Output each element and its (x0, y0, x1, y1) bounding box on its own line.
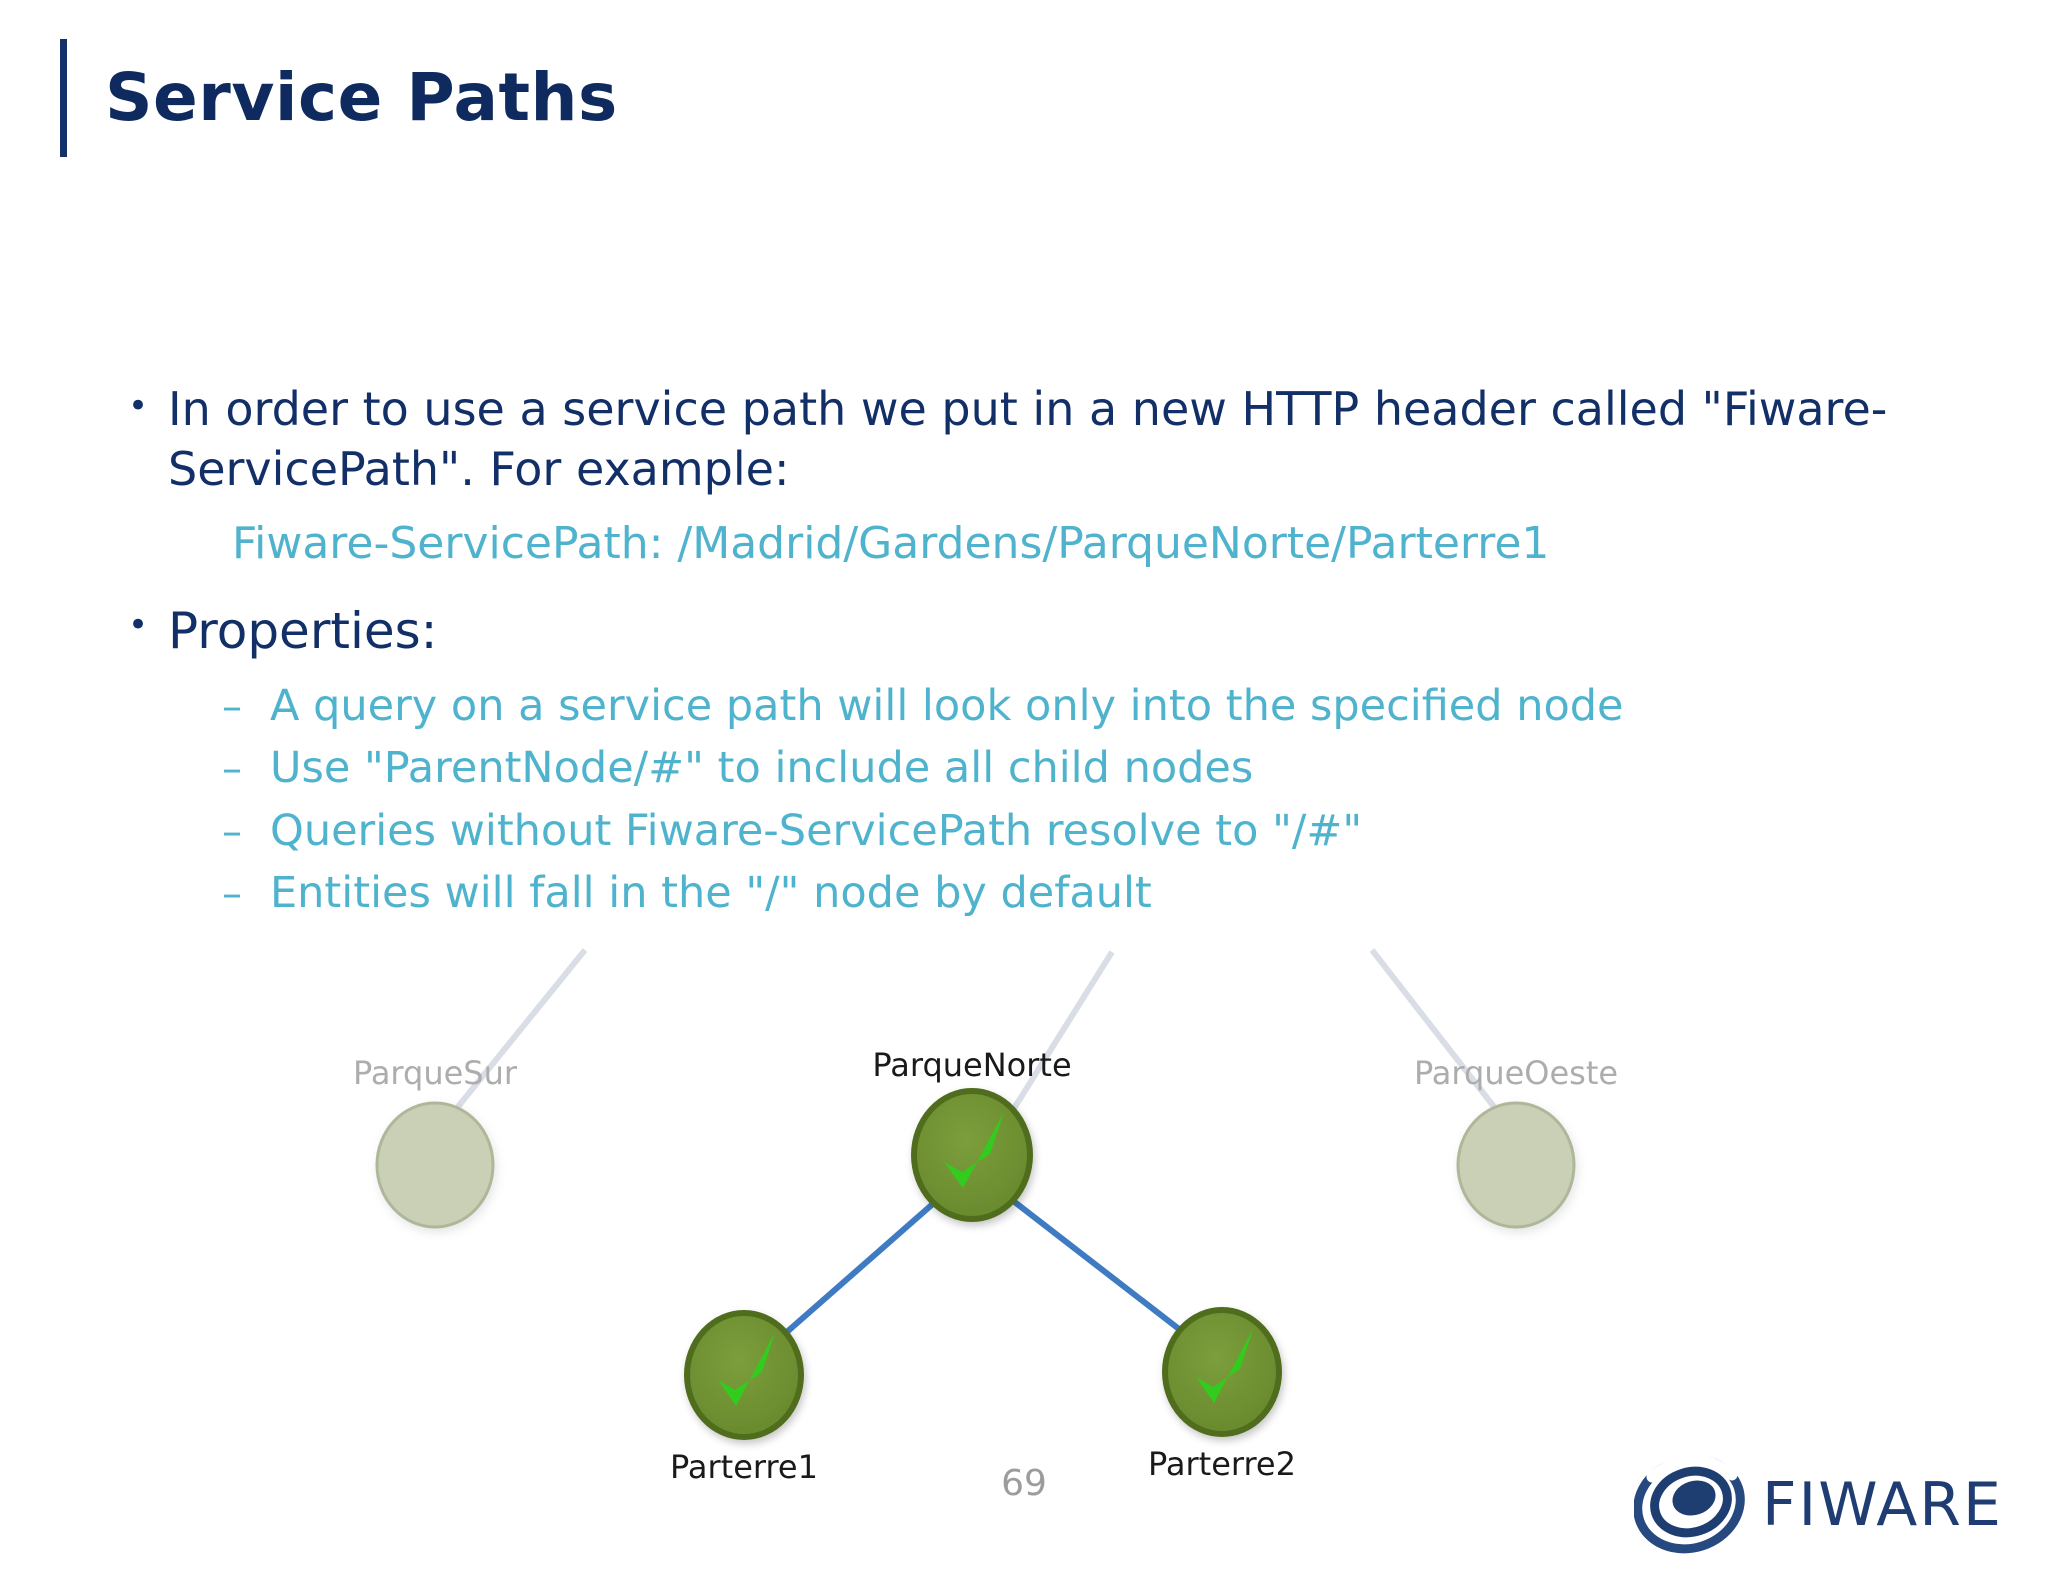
fiware-swirl-icon (1633, 1454, 1745, 1554)
page-title: Service Paths (105, 59, 618, 136)
tree-node-parquesur[interactable] (375, 1101, 495, 1229)
edge-parquesur-root (432, 948, 588, 1137)
list-item-label: Use "ParentNode/#" to include all child … (270, 743, 1254, 794)
list-item-label: Queries without Fiware-ServicePath resol… (270, 805, 1363, 856)
fiware-wordmark: FIWARE (1762, 1470, 2003, 1540)
edge-parqueoeste-root (1369, 948, 1519, 1137)
title-accent-bar (60, 39, 67, 157)
bullet-text-1: In order to use a service path we put in… (168, 382, 1888, 496)
list-item-label: A query on a service path will look only… (270, 680, 1624, 731)
tree-node-label-parquenorte: ParqueNorte (872, 1046, 1072, 1084)
tree-node-parqueoeste[interactable] (1456, 1101, 1576, 1229)
list-item: – Entities will fall in the "/" node by … (222, 867, 2048, 919)
tree-node-label-parquesur: ParqueSur (352, 1054, 518, 1092)
tree-edges-faded (432, 948, 1519, 1137)
list-item-label: Entities will fall in the "/" node by de… (270, 867, 1152, 918)
tree-node-label-parterre2: Parterre2 (1148, 1445, 1296, 1483)
slide-header: Service Paths (60, 38, 618, 158)
tree-svg (375, 948, 1576, 1440)
list-item: – A query on a service path will look on… (222, 680, 2048, 732)
tree-node-label-parqueoeste: ParqueOeste (1413, 1054, 1619, 1092)
dash-marker-icon: – (222, 746, 242, 793)
bullet-text-2: Properties: (168, 601, 438, 660)
fiware-logo-svg: FIWARE (1633, 1454, 2003, 1554)
dash-marker-icon: – (222, 808, 242, 855)
list-item: – Queries without Fiware-ServicePath res… (222, 805, 2048, 857)
fiware-logo: FIWARE (1633, 1449, 2024, 1559)
tree-node-parquenorte[interactable] (911, 1088, 1033, 1222)
bullet-marker-icon: • (127, 604, 149, 645)
tree-node-parterre1[interactable] (684, 1310, 804, 1440)
dash-marker-icon: – (222, 870, 242, 917)
bullet-item-1: • In order to use a service path we put … (108, 380, 2048, 500)
edge-parquenorte-parterre1 (778, 1199, 937, 1341)
properties-list: – A query on a service path will look on… (222, 680, 2048, 920)
slide-body: • In order to use a service path we put … (0, 380, 2048, 929)
tree-node-label-parterre1: Parterre1 (670, 1448, 818, 1486)
bullet-item-2: • Properties: (108, 599, 2048, 664)
bullet-marker-icon: • (127, 386, 149, 426)
edge-parquenorte-root (1005, 950, 1115, 1120)
list-item: – Use "ParentNode/#" to include all chil… (222, 742, 2048, 794)
page-number: 69 (1001, 1463, 1047, 1504)
service-path-tree-diagram: ParqueSur ParqueNorte ParqueOeste Parter… (0, 940, 2048, 1486)
edge-parquenorte-parterre2 (1010, 1197, 1190, 1339)
tree-node-parterre2[interactable] (1162, 1307, 1282, 1437)
service-path-example: Fiware-ServicePath: /Madrid/Gardens/Parq… (232, 517, 1550, 569)
tree-edges-active (778, 950, 1190, 1341)
dash-marker-icon: – (222, 683, 242, 730)
